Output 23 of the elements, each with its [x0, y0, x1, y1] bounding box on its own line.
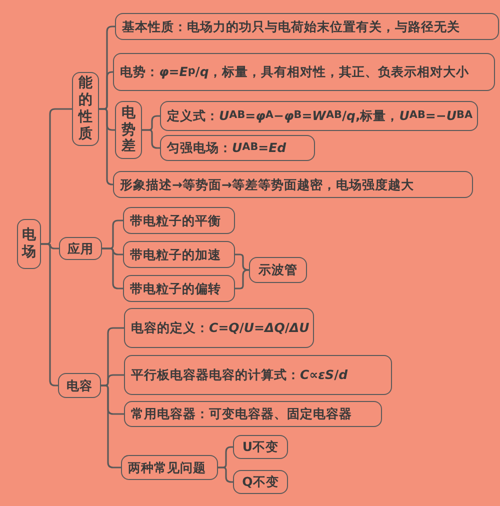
- concept-box: 电容的定义：C=Q/U=ΔQ/ΔU: [124, 308, 314, 348]
- bracket-line: [142, 129, 160, 149]
- concept-box: 电势差: [115, 101, 142, 159]
- concept-box: 平行板电容器电容的计算式：C∝εS/d: [124, 355, 392, 395]
- topic-box: 电场: [17, 219, 41, 269]
- concept-box: 应用: [59, 237, 102, 260]
- concept-box: 能的性质: [72, 72, 99, 146]
- bracket-line: [218, 466, 233, 483]
- concept-box: 常用电容器：可变电容器、固定电容器: [124, 401, 382, 427]
- concept-box: 电容: [58, 373, 101, 398]
- concept-box: Q不变: [233, 470, 288, 494]
- concept-box: 示波管: [249, 257, 307, 283]
- concept-box: 带电粒子的平衡: [123, 207, 235, 234]
- concept-box: 形象描述→等势面→等差等势面越密，电场强度越大: [113, 171, 473, 198]
- bracket-line: [235, 269, 250, 290]
- concept-box: 两种常见问题: [121, 455, 218, 480]
- concept-box: 带电粒子的加速: [123, 241, 235, 268]
- concept-box: 基本性质：电场力的功只与电荷始末位置有关，与路径无关: [115, 13, 499, 40]
- concept-box: U不变: [233, 435, 288, 459]
- bracket-line: [235, 254, 250, 271]
- concept-box: 带电粒子的偏转: [123, 275, 235, 302]
- bracket-line: [41, 243, 58, 386]
- bracket-line: [102, 248, 123, 290]
